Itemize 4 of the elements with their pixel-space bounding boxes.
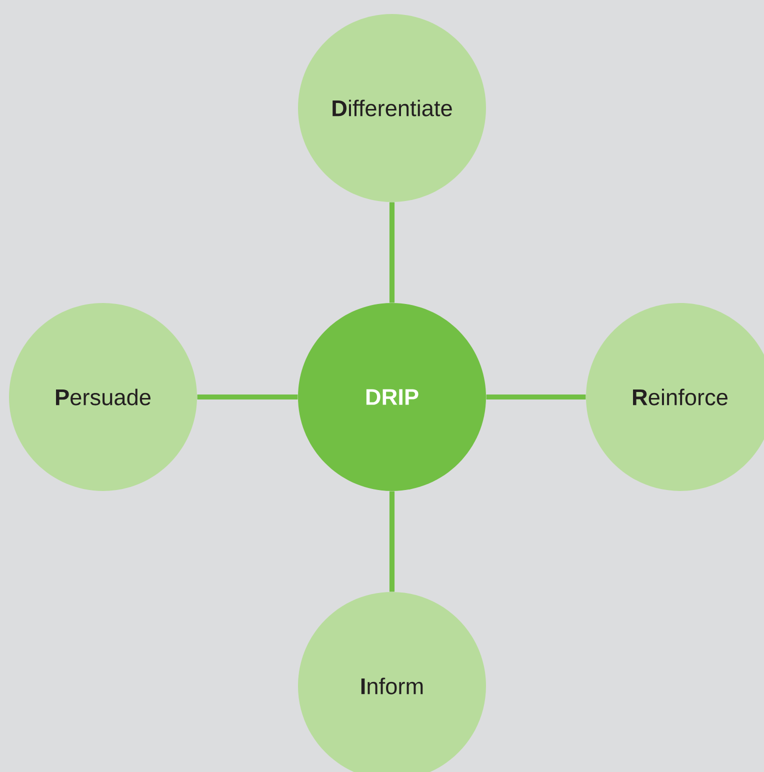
connector-line [486,394,586,400]
connector-line [197,394,298,400]
connector-line [389,491,395,592]
connector-line [389,202,395,303]
